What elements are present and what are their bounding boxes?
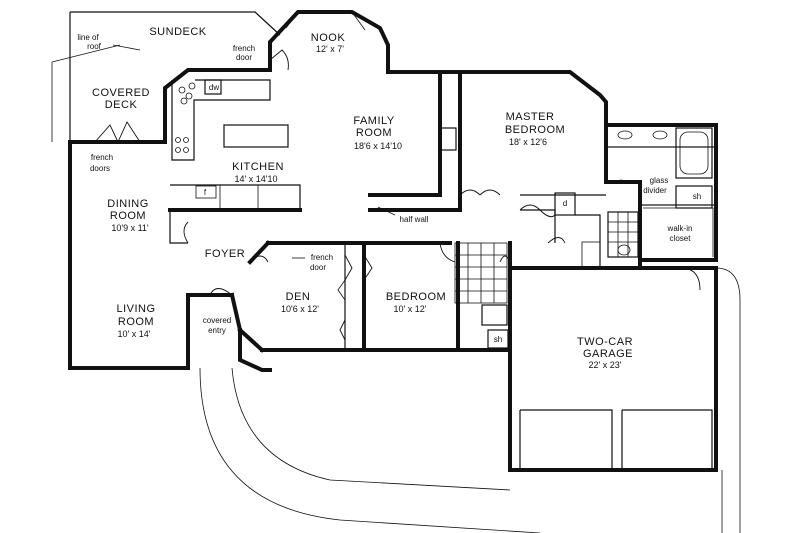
hall-shower-note: sh — [494, 335, 502, 344]
family-room-label-1: FAMILY — [353, 115, 394, 127]
living-room-label-1: LIVING — [116, 303, 155, 315]
walk-in-closet-note-1: walk-in — [667, 224, 693, 233]
master-bedroom-label-1: MASTER — [506, 111, 555, 123]
garage-dims: 22' x 23' — [589, 360, 622, 370]
dishwasher — [204, 79, 222, 95]
family-room-label-2: ROOM — [356, 127, 392, 139]
doors — [94, 49, 701, 341]
dining-room-label-1: DINING — [107, 198, 149, 210]
french-doors-note-1: french — [91, 153, 113, 162]
master-bedroom-label-2: BEDROOM — [505, 124, 565, 136]
bedroom-dims: 10' x 12' — [394, 304, 427, 314]
double-vanity — [605, 124, 717, 148]
covered-entry-note-2: entry — [208, 326, 226, 335]
garage-label-2: GARAGE — [583, 348, 633, 360]
garage-label-1: TWO-CAR — [577, 336, 633, 348]
nook-dims: 12' x 7' — [316, 44, 344, 54]
french-door-top-note-2: door — [236, 53, 252, 62]
french-door-top-note-1: french — [233, 44, 255, 53]
covered-deck-label-2: DECK — [105, 99, 138, 111]
line-of-roof-note-1: line of — [77, 33, 99, 42]
master-shower-note: sh — [693, 192, 701, 201]
kitchen-island — [223, 124, 289, 148]
line-of-roof-note-2: roof — [87, 42, 102, 51]
fridge-note: f — [204, 188, 207, 197]
half-wall-note: half wall — [400, 215, 429, 224]
walk-in-closet — [639, 204, 717, 261]
glass-divider-note-1: glass — [650, 176, 669, 185]
den-label: DEN — [286, 291, 311, 303]
family-room-dims: 18'6 x 14'10 — [354, 141, 402, 151]
hall-bath-tile — [454, 242, 509, 349]
sundeck-label: SUNDECK — [149, 26, 206, 38]
glass-divider-note-2: divider — [643, 186, 667, 195]
kitchen-dims: 14' x 14'10 — [235, 174, 278, 184]
master-wc — [607, 211, 639, 258]
master-bedroom-dims: 18' x 12'6 — [509, 137, 547, 147]
bedroom-label: BEDROOM — [386, 291, 446, 303]
dining-room-dims: 10'9 x 11' — [111, 223, 149, 233]
living-room-label-2: ROOM — [118, 316, 154, 328]
stove-icon — [178, 82, 196, 105]
dryer-note: d — [563, 199, 567, 208]
french-door-den-note-2: door — [310, 263, 326, 272]
dining-room-label-2: ROOM — [110, 210, 146, 222]
exterior-walls — [68, 10, 718, 472]
walk-in-closet-note-2: closet — [670, 234, 692, 243]
den-dims: 10'6 x 12' — [281, 304, 319, 314]
covered-entry-note-1: covered — [203, 316, 231, 325]
dw-note: dw — [209, 83, 219, 92]
covered-deck-label-1: COVERED — [92, 87, 150, 99]
kitchen-label: KITCHEN — [232, 161, 284, 173]
fireplace — [439, 127, 457, 151]
living-room-dims: 10' x 14' — [118, 329, 151, 339]
cooktop-icon — [175, 137, 189, 153]
french-door-den-note-1: french — [311, 253, 333, 262]
interior-lines — [51, 11, 741, 533]
fridge-mark — [195, 185, 217, 199]
annotation-arrows — [112, 44, 641, 259]
foyer-label: FOYER — [205, 248, 245, 260]
bathtub — [675, 127, 713, 179]
french-doors-note-2: doors — [90, 164, 110, 173]
nook-label: NOOK — [311, 32, 346, 44]
